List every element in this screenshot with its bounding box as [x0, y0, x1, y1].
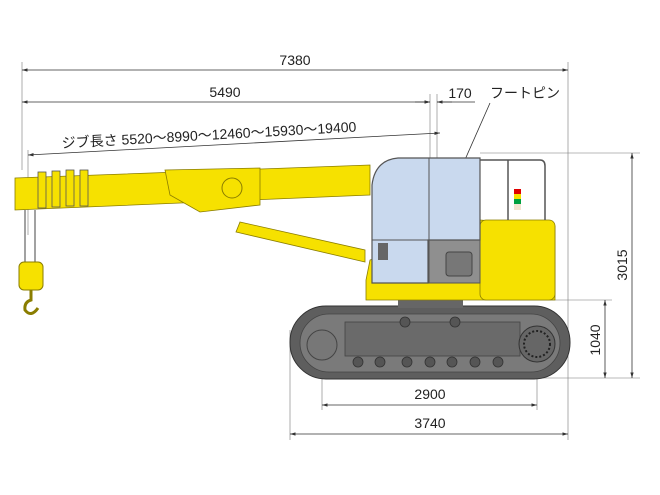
svg-text:フートピン: フートピン — [490, 85, 560, 101]
svg-text:7380: 7380 — [279, 52, 310, 68]
dim-boom-to-foot-pin: 5490 — [22, 84, 430, 104]
dim-jib-length: ジブ長さ 5520～8990～12460～15930～19400 — [27, 119, 441, 157]
signal-lamp-icon — [514, 189, 521, 210]
svg-text:3015: 3015 — [614, 249, 630, 280]
telescopic-boom — [14, 164, 371, 213]
dim-foot-pin-offset: 170 — [415, 85, 475, 104]
svg-text:2900: 2900 — [414, 386, 445, 402]
dim-overall-length: 7380 — [22, 52, 568, 72]
guard-rail — [480, 159, 546, 220]
svg-text:3740: 3740 — [414, 415, 445, 431]
dim-track-length: 3740 — [290, 415, 568, 436]
svg-text:ジブ長さ 5520～8990～12460～15930～194: ジブ長さ 5520～8990～12460～15930～19400 — [61, 119, 357, 151]
dim-tumbler-distance: 2900 — [322, 386, 537, 407]
dim-ground-clearance: 1040 — [587, 300, 607, 378]
operator-cab — [371, 157, 481, 284]
svg-text:1040: 1040 — [587, 324, 603, 355]
derrick-cylinder — [235, 221, 366, 263]
crawler-track — [289, 305, 571, 380]
hook-block — [18, 210, 44, 315]
upper-body — [365, 219, 556, 308]
svg-text:5490: 5490 — [209, 84, 240, 100]
svg-text:170: 170 — [448, 85, 472, 101]
dim-overall-height: 3015 — [614, 153, 634, 378]
